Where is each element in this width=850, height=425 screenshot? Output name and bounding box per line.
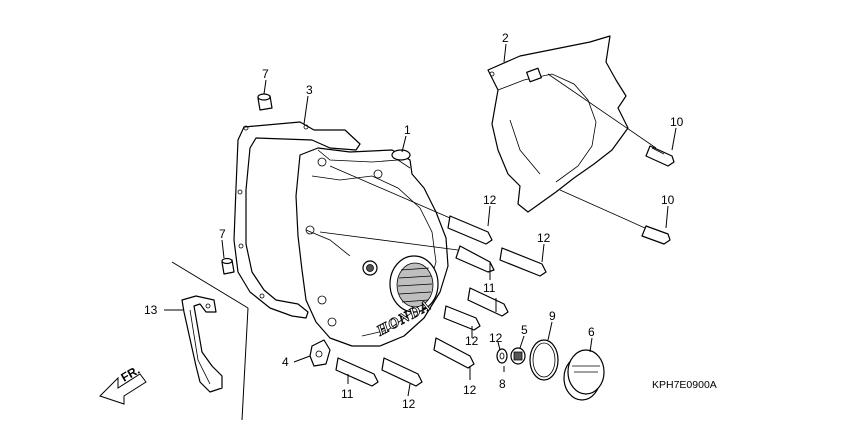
callout-12b: 12: [537, 231, 551, 245]
dowel-pin-lower: [221, 257, 235, 275]
wire-clamp: [309, 339, 331, 367]
callout-4: 4: [282, 355, 289, 369]
dowel-pin-upper: [257, 93, 273, 111]
bolt-12-c: [499, 247, 547, 277]
bolt-11-b: [335, 357, 379, 387]
crankshaft-cap: [563, 349, 605, 401]
callouts: 1 2 3 7 7 10 10 12 12 11 12 12 12 11 12 …: [144, 31, 684, 411]
frame-outline: [171, 261, 249, 421]
callout-10a: 10: [670, 115, 684, 129]
crankcase-cover: HONDA: [295, 147, 449, 347]
callout-11b: 11: [341, 387, 354, 401]
callout-12d: 12: [465, 334, 479, 348]
callout-7a: 7: [262, 67, 269, 81]
diagram-code: KPH7E0900A: [652, 379, 717, 391]
front-direction-arrow: FR.: [99, 363, 147, 405]
leader-lines: [164, 43, 677, 397]
callout-10b: 10: [661, 193, 675, 207]
bracket: [181, 295, 223, 393]
bolt-12-d: [443, 305, 481, 331]
bolt-10-lower: [559, 189, 671, 245]
callout-7b: 7: [219, 227, 226, 241]
washer: [496, 348, 508, 364]
callout-12e: 12: [463, 383, 477, 397]
bolt-12-e: [433, 337, 475, 369]
callout-2: 2: [502, 31, 509, 45]
callout-6: 6: [588, 325, 595, 339]
callout-11a: 11: [483, 281, 496, 295]
callout-12a: 12: [483, 193, 497, 207]
callout-8: 8: [499, 377, 506, 391]
callout-3: 3: [306, 83, 313, 97]
bolt-10-upper: [547, 73, 675, 167]
callout-12f: 12: [402, 397, 416, 411]
cover-shroud: [487, 35, 629, 213]
bolt-11-a: [467, 287, 509, 317]
gasket: [233, 121, 361, 319]
bolt-12-a: [329, 165, 493, 245]
callout-5: 5: [521, 323, 528, 337]
callout-12c: 12: [489, 331, 503, 345]
timing-plug: [510, 347, 526, 365]
callout-13: 13: [144, 303, 158, 317]
callout-1: 1: [404, 123, 411, 137]
callout-9: 9: [549, 309, 556, 323]
bolt-12-b: [319, 231, 495, 273]
bolt-12-f: [381, 357, 423, 387]
o-ring: [529, 339, 559, 381]
